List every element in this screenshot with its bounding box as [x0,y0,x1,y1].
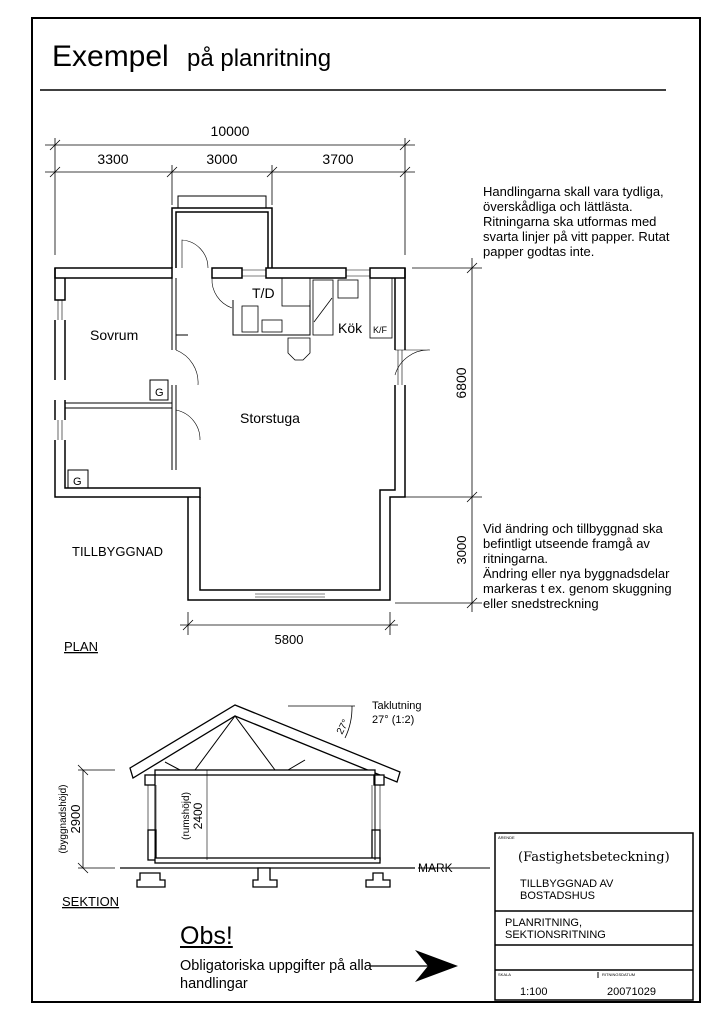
note-paragraph: Vid ändring och tillbyggnad ska befintli… [483,521,663,566]
obs-text: Obligatoriska uppgifter på alla handling… [180,958,372,992]
sheet-border [31,17,701,1003]
arende-label: ÄRENDE [498,835,515,840]
dim-seg1: 3300 [97,151,128,167]
note-paragraph: Handlingarna skall vara tydliga, överskå… [483,184,664,214]
dim-height-main: 6800 [453,367,469,398]
drawing-line-1: PLANRITNING, [505,917,582,929]
room-td: T/D [252,285,275,301]
drawing-date: 20071029 [607,986,656,998]
scale-value: 1:100 [520,986,548,998]
note-paragraph: Ändring eller nya byggnadsdelar markeras… [483,566,672,611]
plan-label: PLAN [64,639,98,654]
property-designation: (Fastighetsbeteckning) [518,850,670,865]
project-line-2: BOSTADSHUS [520,890,595,902]
dim-seg2: 3000 [206,151,237,167]
room-g2: G [73,476,82,488]
project-line-1: TILLBYGGNAD AV [520,878,614,890]
dim-seg3: 3700 [322,151,353,167]
floor-plan [54,195,431,601]
room-g1: G [155,387,164,399]
roof-pitch-label: Taklutning [372,700,422,712]
building-height: 2900 [68,805,83,834]
page-title-rest: på planritning [187,45,331,72]
extension-label: TILLBYGGNAD [72,544,163,559]
roof-pitch-value: 27° (1:2) [372,714,414,726]
building-height-label: (byggnadshöjd) [58,785,69,854]
arrow-icon [415,950,458,982]
dim-ext-width: 5800 [275,632,304,647]
ground-label: MARK [418,861,453,875]
room-kok: Kök [338,320,363,336]
section-label: SEKTION [62,894,119,909]
room-storstuga: Storstuga [240,410,300,426]
change-note: Vid ändring och tillbyggnad ska befintli… [483,521,688,611]
requirements-note: Handlingarna skall vara tydliga, överskå… [483,184,688,259]
page-title: Exempel [52,40,169,73]
section-drawing [77,704,490,888]
dim-height-ext: 3000 [454,536,469,565]
plan-dimensions [45,138,482,635]
roof-angle: 27° [335,718,352,737]
dim-total: 10000 [211,123,250,139]
room-height-label: (rumshöjd) [181,792,192,840]
drawing-line-2: SEKTIONSRITNING [505,929,606,941]
note-paragraph: Ritningarna ska utformas med svarta linj… [483,214,670,259]
scale-label: SKALA [498,972,511,977]
room-height: 2400 [191,802,205,829]
room-sovrum: Sovrum [90,327,138,343]
room-kf: K/F [373,325,388,335]
date-label: RITNINGSDATUM [602,972,635,977]
obs-heading: Obs! [180,922,233,950]
title-block [494,832,694,1001]
